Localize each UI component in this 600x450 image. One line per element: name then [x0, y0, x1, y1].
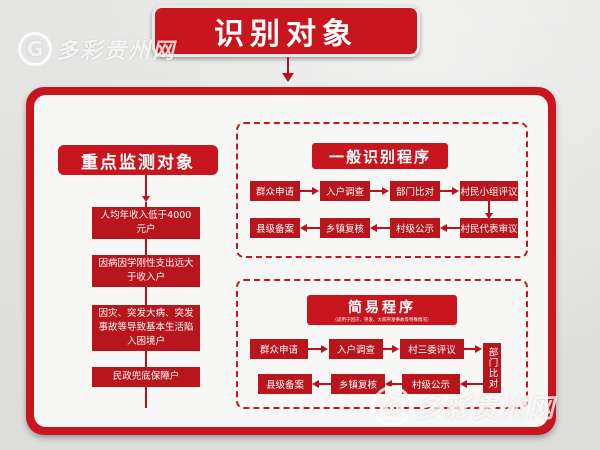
- board-title: 识别对象: [214, 17, 358, 52]
- general-procedure-title: 一般识别程序: [312, 143, 448, 169]
- general-arrow-left: [300, 224, 307, 232]
- simple-connector: [308, 348, 322, 350]
- general-arrow-right: [452, 187, 459, 195]
- simple-arrow-left: [385, 380, 392, 388]
- simple-step-town-review: 乡镇复核: [331, 374, 385, 394]
- simple-procedure-title-label: 简易程序: [348, 300, 416, 316]
- watermark-logo-icon: G: [372, 386, 412, 426]
- general-arrow-left: [440, 224, 447, 232]
- left-item-4: 民政兜底保障户: [92, 367, 200, 387]
- simple-arrow-left: [460, 380, 467, 388]
- simple-connector: [464, 348, 476, 350]
- simple-step-compare-label: 部门比对: [486, 347, 498, 389]
- general-connector: [307, 227, 320, 229]
- general-step-rep-review: 村民代表审议: [460, 218, 518, 238]
- left-item-1: 人均年收入低于4000元户: [92, 207, 200, 239]
- simple-connector: [319, 383, 331, 385]
- simple-step-apply: 群众申请: [250, 339, 308, 359]
- simple-step-compare: 部门比对: [483, 343, 501, 393]
- general-arrow-left: [370, 224, 377, 232]
- general-connector: [447, 227, 460, 229]
- left-connector-line: [145, 175, 147, 197]
- general-connector: [377, 227, 390, 229]
- key-monitoring-header-label: 重点监测对象: [81, 152, 195, 173]
- general-connector: [370, 190, 383, 192]
- simple-procedure-title: 简易程序 （适用于因灾、突发、大病突发事故等特殊情况）: [307, 295, 457, 325]
- general-down-arrow: [485, 213, 493, 219]
- title-arrow-head: [282, 73, 294, 82]
- general-step-county-record: 县级备案: [250, 218, 300, 238]
- simple-arrow-right: [392, 345, 399, 353]
- simple-arrow-right: [321, 345, 328, 353]
- general-step-town-review: 乡镇复核: [320, 218, 370, 238]
- watermark-logo-icon: G: [18, 32, 52, 66]
- general-down-connector: [488, 201, 490, 215]
- title-connector-line: [287, 57, 289, 75]
- general-step-survey: 入户调查: [320, 181, 370, 201]
- simple-step-committee-review: 村三委评议: [400, 339, 464, 359]
- simple-step-county-record: 县级备案: [258, 374, 312, 394]
- key-monitoring-header: 重点监测对象: [58, 145, 218, 175]
- simple-connector: [392, 383, 402, 385]
- general-connector: [300, 190, 313, 192]
- watermark-text: 多彩贵州网: [56, 39, 177, 64]
- general-step-group-review: 村民小组评议: [460, 181, 518, 201]
- left-arrow-head: [142, 196, 150, 202]
- title-plaque: 识别对象: [152, 5, 420, 57]
- simple-connector: [383, 348, 393, 350]
- watermark-bottom: G 多彩贵州网: [372, 386, 556, 426]
- general-procedure-title-label: 一般识别程序: [328, 147, 431, 166]
- simple-connector: [467, 383, 483, 385]
- watermark-text: 多彩贵州网: [416, 393, 557, 424]
- left-item-3: 因灾、突发大病、突发事故等导致基本生活陷入困境户: [92, 305, 200, 351]
- watermark-top: G 多彩贵州网: [18, 32, 176, 66]
- general-arrow-right: [382, 187, 389, 195]
- simple-step-village-notice: 村级公示: [402, 374, 460, 394]
- general-connector: [440, 190, 453, 192]
- general-step-village-notice: 村级公示: [390, 218, 440, 238]
- left-item-2: 因病因学刚性支出远大于收入户: [92, 255, 200, 287]
- general-procedure-panel: [236, 122, 528, 258]
- general-arrow-right: [312, 187, 319, 195]
- general-step-apply: 群众申请: [250, 181, 300, 201]
- simple-arrow-right: [475, 345, 482, 353]
- general-step-compare: 部门比对: [390, 181, 440, 201]
- simple-step-survey: 入户调查: [329, 339, 383, 359]
- simple-procedure-subtitle: （适用于因灾、突发、大病突发事故等特殊情况）: [332, 318, 432, 323]
- simple-arrow-left: [312, 380, 319, 388]
